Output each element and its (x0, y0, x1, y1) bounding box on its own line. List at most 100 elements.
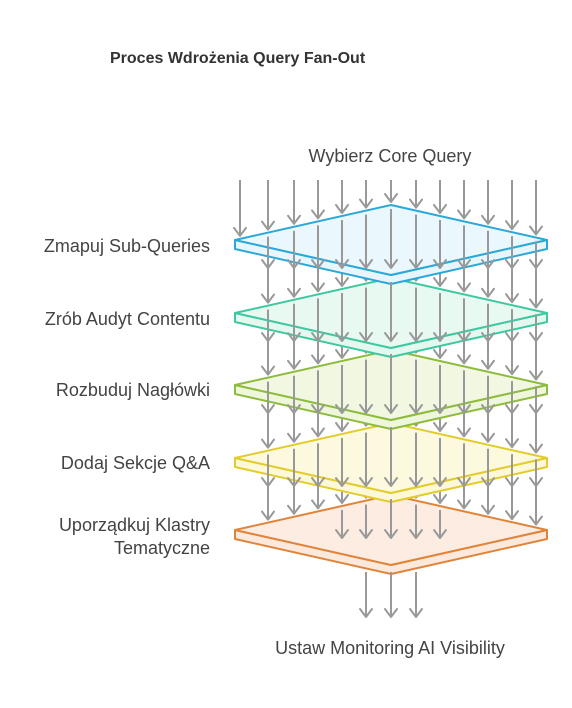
flow-arrow-head (409, 477, 423, 487)
flow-arrow (529, 241, 543, 269)
flow-arrow-head (335, 529, 349, 539)
flow-arrow-head (311, 282, 325, 293)
flow-arrow-head (311, 332, 325, 342)
flow-arrow-head (384, 259, 398, 269)
flow-arrow (457, 225, 471, 269)
flow-arrow (505, 236, 519, 269)
flow-arrow-head (409, 529, 423, 539)
flow-arrow (409, 432, 423, 487)
flow-arrow (335, 180, 349, 214)
flow-arrow-head (457, 282, 471, 293)
flow-arrow-head (335, 332, 349, 342)
flow-arrow (409, 180, 423, 209)
flow-arrow (335, 437, 349, 487)
flow-arrow (433, 180, 447, 214)
layer-label-headings: Rozbuduj Nagłówki (55, 380, 210, 400)
flow-arrow-head (433, 421, 447, 432)
flow-arrow (287, 230, 301, 269)
flow-arrow-head (359, 529, 373, 539)
flow-arrow-head (457, 354, 471, 365)
flow-arrow-head (261, 259, 275, 269)
flow-arrow-head (433, 276, 447, 287)
flow-arrow-head (481, 432, 495, 443)
flow-arrow-head (261, 438, 275, 449)
flow-arrow (287, 448, 301, 487)
flow-arrow-head (287, 404, 301, 414)
flow-arrow-head (481, 287, 495, 298)
flow-arrow (481, 448, 495, 487)
flow-arrow (409, 572, 423, 618)
flow-arrow (384, 209, 398, 269)
flow-arrow-head (409, 404, 423, 414)
flow-arrow-head (335, 404, 349, 414)
flow-arrow-head (433, 404, 447, 414)
flow-arrow (457, 443, 471, 487)
flow-arrow (529, 459, 543, 487)
flow-arrow (384, 354, 398, 414)
flow-arrow (311, 370, 325, 414)
flow-arrow (481, 230, 495, 269)
flow-arrow-head (505, 477, 519, 487)
flow-arrow (335, 364, 349, 414)
flow-arrow (481, 303, 495, 342)
flow-arrow (359, 180, 373, 209)
flow-arrow-head (261, 404, 275, 414)
layer-label-qa-sections: Dodaj Sekcje Q&A (60, 453, 210, 473)
flow-arrow (505, 381, 519, 414)
flow-arrow-head (457, 477, 471, 487)
flow-arrow-head (261, 293, 275, 304)
flow-arrow-head (505, 220, 519, 231)
flow-arrow (505, 180, 519, 231)
flow-arrow (409, 214, 423, 269)
flow-arrow-head (481, 332, 495, 342)
flow-arrow-head (433, 529, 447, 539)
flow-arrow-head (261, 220, 275, 231)
flow-arrow (433, 219, 447, 269)
flow-arrow-head (384, 608, 398, 618)
flow-arrow (433, 509, 447, 539)
flow-arrow-head (481, 404, 495, 414)
flow-arrow-head (505, 365, 519, 376)
flow-arrow (261, 309, 275, 342)
flow-arrow-head (457, 427, 471, 438)
flow-arrow (287, 180, 301, 225)
layer-label-topic-clusters-line2: Tematyczne (113, 538, 210, 558)
flow-arrow (287, 375, 301, 414)
flow-arrow-head (409, 259, 423, 269)
flow-arrow-head (261, 510, 275, 521)
flow-arrow-head (505, 259, 519, 269)
flow-arrow-head (481, 259, 495, 269)
flow-arrow-head (335, 203, 349, 214)
flow-arrow (384, 572, 398, 618)
layer-label-topic-clusters-line1: Uporządkuj Klastry (58, 515, 210, 535)
flow-arrow-head (529, 443, 543, 454)
flow-arrow-head (384, 193, 398, 203)
flow-arrow-head (311, 404, 325, 414)
flow-arrow-head (359, 259, 373, 269)
flow-arrow-head (335, 276, 349, 287)
flow-arrow-head (261, 332, 275, 342)
flow-arrow (359, 504, 373, 539)
flow-arrow (384, 282, 398, 342)
flow-arrow-head (335, 348, 349, 359)
flow-arrow (433, 364, 447, 414)
flow-arrow-head (457, 499, 471, 510)
flow-arrow-head (287, 332, 301, 342)
flow-arrow-head (481, 477, 495, 487)
flow-arrow (311, 180, 325, 220)
flow-arrow (311, 443, 325, 487)
flow-arrow (359, 432, 373, 487)
flow-arrow-head (529, 515, 543, 526)
flow-arrow-head (287, 214, 301, 225)
flow-arrow (311, 298, 325, 342)
flow-arrow-head (335, 493, 349, 504)
flow-arrow-head (505, 332, 519, 342)
flow-arrow-head (359, 608, 373, 618)
flow-arrow-head (481, 359, 495, 370)
flow-arrow-head (287, 259, 301, 269)
flow-arrow-head (433, 493, 447, 504)
flow-arrow-head (481, 214, 495, 225)
flow-arrow-head (457, 332, 471, 342)
flow-arrow (335, 292, 349, 342)
